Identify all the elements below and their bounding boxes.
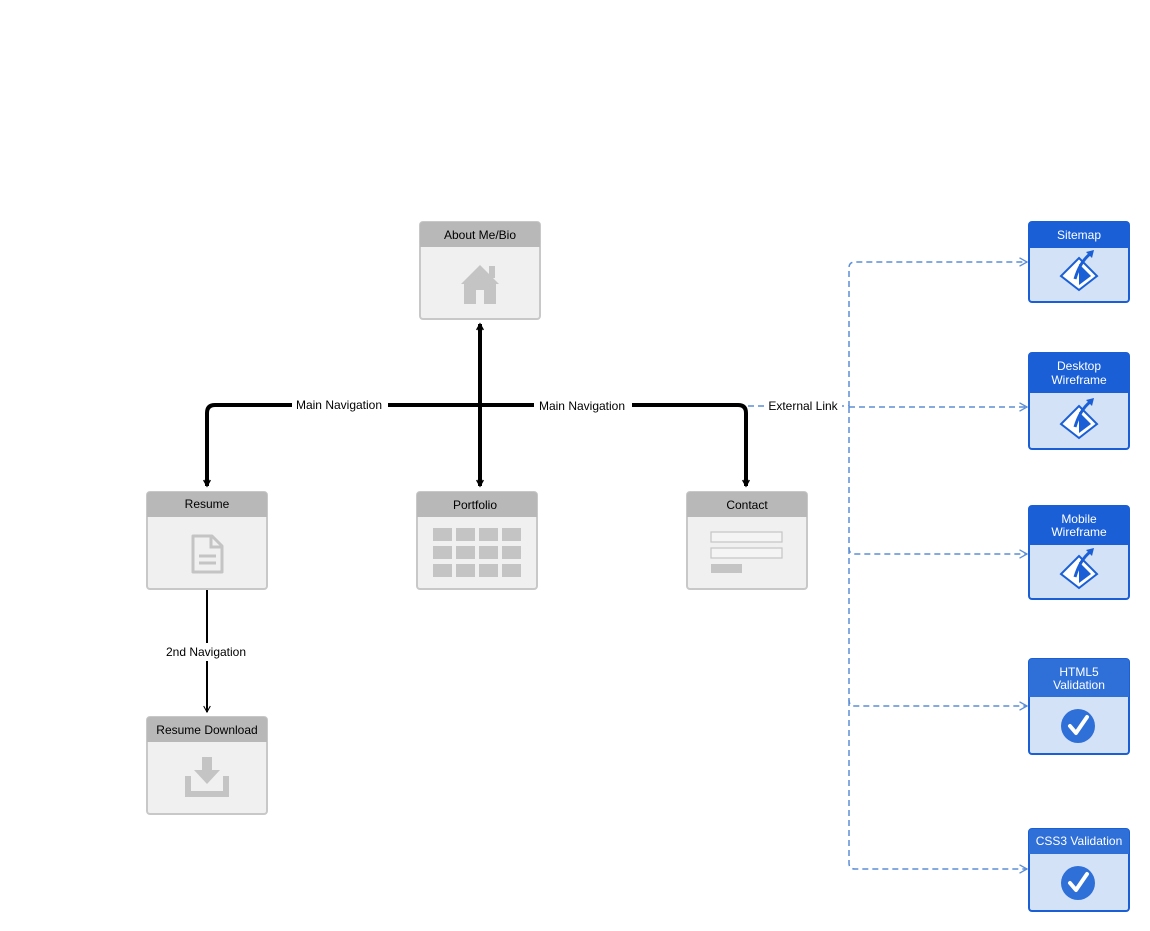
node-about-me-bio[interactable]: About Me/Bio xyxy=(419,221,541,320)
external-title-line-1: Desktop xyxy=(1057,359,1101,373)
svg-text:Main Navigation: Main Navigation xyxy=(296,398,382,412)
external-html5-validation[interactable]: HTML5 Validation xyxy=(1028,658,1130,755)
node-title: Contact xyxy=(726,498,768,512)
svg-text:2nd Navigation: 2nd Navigation xyxy=(166,645,246,659)
home-icon xyxy=(461,265,499,304)
edge-label-external-link: External Link xyxy=(764,397,842,415)
external-title-line-2: Wireframe xyxy=(1051,373,1107,387)
link-to-mobile-wireframe xyxy=(848,407,1029,559)
download-icon xyxy=(185,757,229,797)
pen-tool-icon xyxy=(1059,398,1099,440)
link-to-sitemap xyxy=(748,257,1029,407)
node-title: Resume Download xyxy=(156,723,257,737)
checkmark-icon xyxy=(1061,709,1095,743)
edge-label-main-nav-right: Main Navigation xyxy=(534,397,632,415)
svg-text:External Link: External Link xyxy=(768,399,838,413)
node-contact[interactable]: Contact xyxy=(686,491,808,590)
form-icon xyxy=(710,531,783,573)
external-link-edges xyxy=(748,257,1029,874)
external-title-line-2: Validation xyxy=(1053,678,1105,692)
external-title: CSS3 Validation xyxy=(1036,834,1123,848)
svg-text:Main Navigation: Main Navigation xyxy=(539,399,625,413)
node-portfolio[interactable]: Portfolio xyxy=(416,491,538,590)
checkmark-icon xyxy=(1061,866,1095,900)
edge-label-main-nav-left: Main Navigation xyxy=(292,396,388,414)
edge-to-contact xyxy=(480,403,746,486)
external-sitemap[interactable]: Sitemap xyxy=(1028,221,1130,303)
external-title-line-1: HTML5 xyxy=(1059,665,1099,679)
link-to-html5-validation xyxy=(848,548,1029,711)
edge-to-resume xyxy=(207,403,480,486)
external-title: Sitemap xyxy=(1057,228,1101,242)
link-to-css3-validation xyxy=(848,700,1029,874)
external-desktop-wireframe[interactable]: Desktop Wireframe xyxy=(1028,352,1130,450)
grid-icon xyxy=(433,528,521,577)
node-resume[interactable]: Resume xyxy=(146,491,268,590)
external-title-line-2: Wireframe xyxy=(1051,525,1107,539)
node-title: About Me/Bio xyxy=(444,228,516,242)
edge-label-second-nav: 2nd Navigation xyxy=(163,643,251,661)
pen-tool-icon xyxy=(1059,548,1099,590)
external-css3-validation[interactable]: CSS3 Validation xyxy=(1028,828,1130,912)
external-title-line-1: Mobile xyxy=(1061,512,1097,526)
external-mobile-wireframe[interactable]: Mobile Wireframe xyxy=(1028,505,1130,600)
node-title: Resume xyxy=(185,497,230,511)
pen-tool-icon xyxy=(1059,250,1099,292)
node-resume-download[interactable]: Resume Download xyxy=(146,716,268,815)
node-title: Portfolio xyxy=(453,498,497,512)
document-icon xyxy=(191,534,224,574)
